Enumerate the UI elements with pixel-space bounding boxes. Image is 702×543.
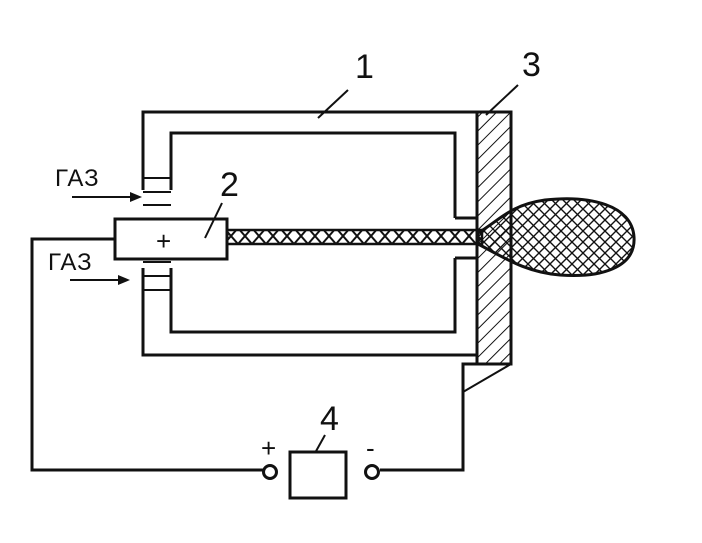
negative-terminal — [364, 464, 380, 480]
plasma-column — [225, 228, 484, 246]
power-source — [288, 450, 348, 500]
circuit-wires — [30, 237, 465, 472]
label-plate: 3 — [522, 46, 541, 84]
gas-label-lower: ГАЗ — [48, 249, 93, 276]
label-leaders — [204, 84, 519, 463]
label-electrode: 2 — [220, 166, 239, 204]
label-source: 4 — [320, 400, 339, 438]
gas-arrow-upper — [72, 192, 142, 202]
terminal-minus-sign: - — [366, 433, 375, 463]
electrode — [113, 217, 229, 261]
electrode-sign: + — [156, 226, 171, 256]
gas-arrow-lower — [70, 275, 130, 285]
terminal-plus-sign: + — [261, 433, 276, 463]
positive-terminal — [262, 464, 278, 480]
label-chamber: 1 — [355, 48, 374, 86]
gas-label-upper: ГАЗ — [55, 165, 100, 192]
plasma-jet — [476, 197, 636, 277]
